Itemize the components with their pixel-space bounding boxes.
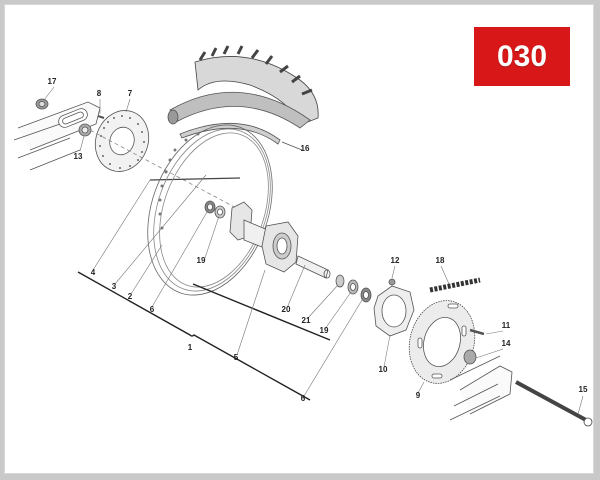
part-21-spacer: [335, 274, 345, 288]
part-10-sprocket-carrier: [373, 285, 415, 337]
callout-5: 5: [234, 353, 239, 362]
right-swingarm: [449, 355, 513, 421]
part-inner-tube: [169, 91, 311, 129]
callout-8: 8: [97, 89, 102, 98]
callout-19-right: 19: [320, 326, 329, 335]
callout-18: 18: [436, 256, 445, 265]
callout-2: 2: [128, 292, 133, 301]
callout-16: 16: [301, 144, 310, 153]
callout-labels: 17 8 7 13 16 4 3 2 6 19 20 21 19 1 5 6 1…: [48, 77, 588, 403]
callout-17: 17: [48, 77, 57, 86]
callout-15: 15: [579, 385, 588, 394]
callout-20: 20: [282, 305, 291, 314]
callout-3: 3: [112, 282, 117, 291]
part-16-rim-strip: [179, 122, 281, 145]
callout-14: 14: [502, 339, 511, 348]
part-7-brake-disc: [94, 110, 150, 172]
callout-13: 13: [74, 152, 83, 161]
part-5-hub: [229, 201, 299, 273]
callout-6-left: 6: [150, 305, 155, 314]
part-9-sprocket: [408, 300, 476, 384]
part-11-bolt: [469, 328, 485, 336]
part-15-axle: [515, 380, 587, 422]
group-brackets: [77, 271, 331, 401]
callout-19-left: 19: [197, 256, 206, 265]
callout-7: 7: [128, 89, 133, 98]
section-code-badge: 030: [474, 27, 570, 86]
part-18-chain-link: [429, 277, 481, 293]
callout-12: 12: [391, 256, 400, 265]
callout-1: 1: [188, 343, 193, 352]
part-tire: [194, 45, 319, 126]
callout-6-right: 6: [301, 394, 306, 403]
left-swingarm: [13, 101, 101, 171]
part-14-spacer: [463, 349, 477, 365]
callout-9: 9: [416, 391, 421, 400]
callout-4: 4: [91, 268, 96, 277]
leader-lines: [43, 86, 584, 415]
section-code: 030: [496, 39, 548, 73]
callout-21: 21: [302, 316, 311, 325]
part-8-bolt: [97, 115, 105, 119]
part-12-nut: [388, 278, 396, 286]
callout-11: 11: [502, 321, 511, 330]
callout-10: 10: [379, 365, 388, 374]
